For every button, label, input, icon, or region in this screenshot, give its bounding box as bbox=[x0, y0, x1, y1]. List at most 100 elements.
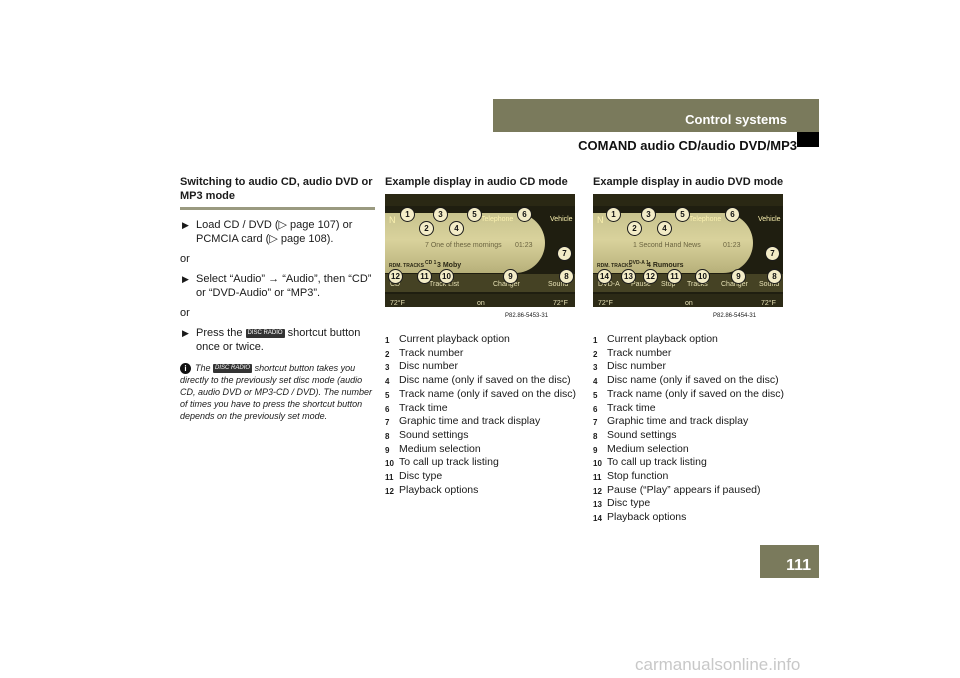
step-select-menu: ▶Select “Audio” → “Audio”, then “CD” or … bbox=[182, 273, 372, 299]
legend-item: 7 Graphic time and track display bbox=[593, 415, 788, 429]
legend-item: 2 Track number bbox=[593, 347, 788, 361]
legend-text: To call up track listing bbox=[607, 456, 707, 469]
legend-number: 10 bbox=[593, 459, 602, 469]
cd-heading: Example display in audio CD mode bbox=[385, 176, 568, 188]
legend-number: 9 bbox=[593, 445, 598, 455]
callout-4: 4 bbox=[449, 221, 464, 236]
section-title: Control systems bbox=[685, 112, 787, 127]
callout-11: 11 bbox=[417, 269, 432, 284]
callout-7: 7 bbox=[765, 246, 780, 261]
legend-number: 6 bbox=[385, 404, 390, 414]
callout-7: 7 bbox=[557, 246, 572, 261]
legend-number: 10 bbox=[385, 459, 394, 469]
temp-right: 72°F bbox=[553, 300, 568, 307]
menu-sound: Sound bbox=[759, 281, 780, 288]
callout-8: 8 bbox=[767, 269, 782, 284]
menu-track-list: Track List bbox=[429, 281, 460, 288]
menu-pause: Pause bbox=[631, 281, 651, 288]
rdm-tracks: RDM. TRACKS bbox=[597, 263, 632, 269]
menu-changer: Changer bbox=[493, 281, 520, 288]
instructions-heading: Switching to audio CD, audio DVD or MP3 … bbox=[180, 176, 373, 202]
legend-number: 7 bbox=[593, 418, 598, 428]
legend-item: 9 Medium selection bbox=[385, 443, 580, 457]
legend-text: Sound settings bbox=[399, 428, 469, 441]
track-title: 1 Second Hand News bbox=[633, 242, 701, 249]
legend-text: Medium selection bbox=[399, 442, 481, 455]
dvd-display-screenshot: N Telephone Vehicle 1 Second Hand News 0… bbox=[593, 194, 783, 307]
callout-1: 1 bbox=[606, 207, 621, 222]
climate-on: on bbox=[477, 300, 485, 307]
legend-text: To call up track listing bbox=[399, 456, 499, 469]
legend-text: Track number bbox=[399, 346, 464, 359]
menu-stop: Stop bbox=[661, 281, 676, 288]
callout-10: 10 bbox=[695, 269, 710, 284]
menu-tracks: Tracks bbox=[687, 281, 708, 288]
cd-display-screenshot: N Telephone Vehicle 7 One of these morni… bbox=[385, 194, 575, 307]
legend-text: Current playback option bbox=[399, 333, 510, 345]
callout-12: 12 bbox=[388, 269, 403, 284]
menu-cd: CD bbox=[390, 281, 401, 288]
callout-9: 9 bbox=[731, 269, 746, 284]
legend-number: 1 bbox=[385, 336, 390, 345]
info-icon: i bbox=[180, 363, 191, 374]
legend-item: 8 Sound settings bbox=[593, 429, 788, 443]
legend-text: Playback options bbox=[399, 483, 479, 496]
legend-text: Graphic time and track display bbox=[607, 415, 749, 428]
legend-number: 4 bbox=[385, 377, 390, 387]
nav-label: N bbox=[389, 215, 396, 225]
legend-text: Stop function bbox=[607, 470, 669, 483]
legend-number: 7 bbox=[385, 418, 390, 428]
legend-number: 12 bbox=[385, 486, 394, 496]
arrow-icon: ▶ bbox=[182, 328, 189, 338]
legend-number: 6 bbox=[593, 404, 598, 414]
legend-number: 13 bbox=[593, 500, 602, 510]
legend-item: 12 Playback options bbox=[385, 484, 580, 498]
legend-number: 2 bbox=[593, 349, 598, 359]
legend-text: Track time bbox=[607, 401, 656, 414]
legend-number: 8 bbox=[385, 431, 390, 441]
climate-on: on bbox=[685, 300, 693, 307]
instructions-column: Switching to audio CD, audio DVD or MP3 … bbox=[180, 175, 375, 422]
watermark: carmanualsonline.info bbox=[635, 655, 801, 674]
rdm-tracks: RDM. TRACKS bbox=[389, 263, 424, 269]
legend-item: 4 Disc name (only if saved on the disc) bbox=[593, 374, 788, 388]
legend-item: 10 To call up track listing bbox=[385, 456, 580, 470]
vehicle-label: Vehicle bbox=[758, 216, 781, 223]
step-shortcut: ▶Press the DISC RADIO shortcut button on… bbox=[182, 327, 361, 353]
callout-6: 6 bbox=[725, 207, 740, 222]
legend-number: 11 bbox=[385, 473, 394, 483]
callout-2: 2 bbox=[419, 221, 434, 236]
artist-name: 4 Rumours bbox=[647, 262, 684, 269]
figure-reference: P82.86-5454-31 bbox=[713, 313, 757, 319]
arrow-icon: ▶ bbox=[182, 274, 189, 284]
dvd-heading: Example display in audio DVD mode bbox=[593, 176, 784, 188]
legend-text: Track number bbox=[607, 346, 672, 359]
track-time: 01:23 bbox=[723, 242, 741, 249]
artist-name: 3 Moby bbox=[437, 262, 462, 269]
legend-text: Disc name (only if saved on the disc) bbox=[607, 374, 779, 387]
legend-number: 12 bbox=[593, 486, 602, 496]
legend-number: 1 bbox=[593, 336, 598, 345]
legend-text: Track name (only if saved on the disc) bbox=[607, 387, 785, 400]
legend-text: Sound settings bbox=[607, 428, 677, 441]
callout-5: 5 bbox=[467, 207, 482, 222]
legend-number: 8 bbox=[593, 431, 598, 441]
callout-9: 9 bbox=[503, 269, 518, 284]
or-separator: or bbox=[180, 253, 190, 265]
telephone-label: Telephone bbox=[689, 216, 722, 223]
legend-number: 9 bbox=[385, 445, 390, 455]
figure-reference: P82.86-5453-31 bbox=[505, 313, 549, 319]
legend-item: 10 To call up track listing bbox=[593, 456, 788, 470]
legend-number: 4 bbox=[593, 377, 598, 387]
disc-type: CD 1 bbox=[425, 260, 437, 266]
disc-radio-button-icon: DISC RADIO bbox=[245, 328, 285, 338]
nav-label: N bbox=[597, 215, 604, 225]
